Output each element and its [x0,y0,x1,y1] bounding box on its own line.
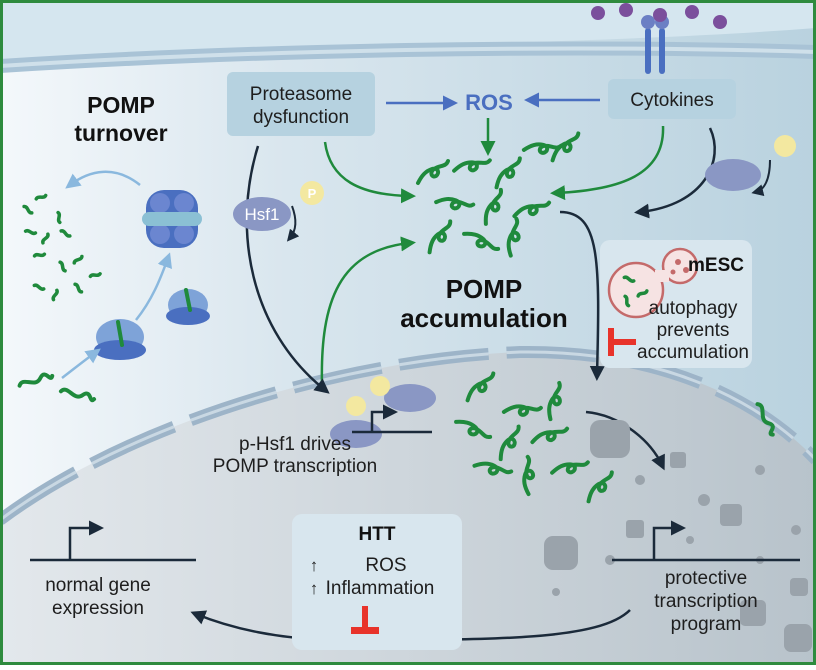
proteasome-subunit [166,288,210,325]
htt-title: HTT [359,524,396,545]
ros-label: ROS [465,90,513,115]
htt-box [292,514,462,650]
cytokines-to-signaling-arrow [634,127,716,219]
mesc-title: mESC [688,255,744,276]
phsf1-promoter-complex [330,376,436,448]
hsf1-label: Hsf1 [245,205,280,224]
cytokines-label: Cytokines [630,90,713,111]
transcription-to-pomp-arrow [320,236,416,386]
phosphate-circle [300,181,324,205]
mesc-text-3: accumulation [637,342,749,363]
proteasome-assembly-intermediate [94,319,146,360]
proteasome-to-pomp-arrow [323,141,416,204]
cytokines-to-pomp-arrow [550,125,665,201]
proteasome-to-transcription-arrow [245,145,330,394]
pomp-turnover-title-1: POMP [87,92,155,118]
htt-ros-text: ROS [365,555,406,576]
normal-gene-text-1: normal gene [45,575,151,596]
autophagosome-icon [607,247,699,319]
assembly-arrow-2 [61,348,101,379]
htt-inflammation-text: Inflammation [326,578,435,599]
phsf1-text-2: POMP transcription [213,456,377,477]
degradation-arrow [65,170,141,189]
normal-gene-text-2: expression [52,598,144,619]
mesc-text-2: prevents [657,320,730,341]
cytokine-molecules [591,3,727,29]
signaling-protein [705,159,761,191]
phsf1-text-1: p-Hsf1 drives [239,434,351,455]
gene-promoter-right [612,520,800,562]
extracellular-space [0,0,816,60]
pomp-accumulation-title-2: accumulation [400,303,568,333]
gene-promoter-left [30,520,196,562]
up-arrow-icon: ↑ [310,556,319,575]
assembly-arrow-1 [135,252,172,321]
inhibition-symbol [608,328,636,356]
proteasome-dysfunction-label-2: dysfunction [253,107,349,128]
protective-text-2: transcription [654,591,758,612]
up-arrow-icon: ↑ [310,579,319,598]
pomp-accumulation-title-1: POMP [446,274,523,304]
phosphate-label: P [308,186,317,201]
cytokines-box [608,79,736,119]
proteasome-dysfunction-box [227,72,375,136]
proteasome-complex [142,190,202,248]
hsf1-protein [233,197,291,231]
mesc-text-1: autophagy [649,298,738,319]
nuclear-pomp-arrow [585,410,665,471]
phosphate-circle [774,135,796,157]
htt-inhibition-symbol [351,606,379,634]
protective-text-1: protective [665,568,747,589]
protective-text-3: program [671,614,742,635]
pomp-to-nucleus-arrow [559,210,605,381]
proteasome-dysfunction-label-1: Proteasome [250,84,352,105]
pomp-turnover-title-2: turnover [74,120,167,146]
chromatin-granules [544,420,812,652]
